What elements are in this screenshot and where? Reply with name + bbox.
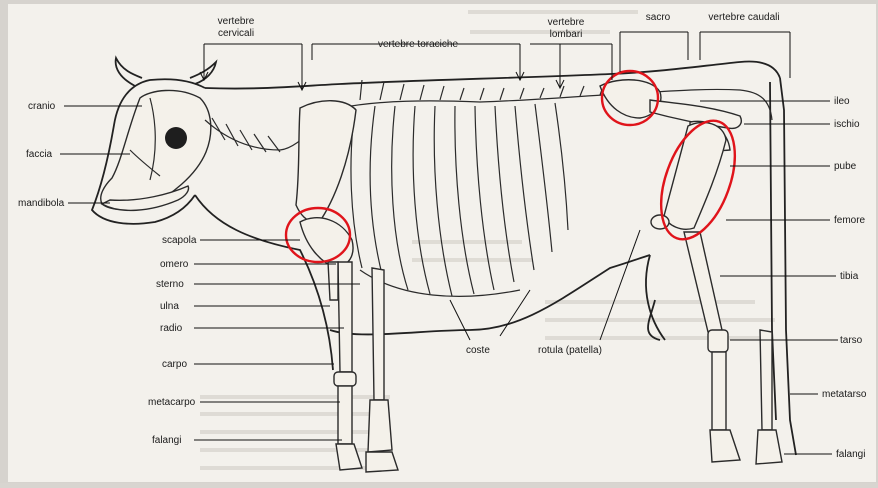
label-scapola: scapola <box>162 235 197 246</box>
label-vertebre-toraciche: vertebre toraciche <box>378 39 458 50</box>
label-ileo: ileo <box>834 96 850 107</box>
label-vertebre-cervicali-2: cervicali <box>218 28 254 39</box>
ulna-bone <box>328 262 338 300</box>
label-cranio: cranio <box>28 101 56 112</box>
label-femore: femore <box>834 215 866 226</box>
metatarso-bone <box>712 352 726 430</box>
label-rotula: rotula (patella) <box>538 345 602 356</box>
label-vertebre-lombari-2: lombari <box>550 29 583 40</box>
label-ischio: ischio <box>834 119 860 130</box>
radio-bone <box>338 262 352 372</box>
label-sterno: sterno <box>156 279 184 290</box>
label-faccia: faccia <box>26 149 53 160</box>
label-coste: coste <box>466 345 490 356</box>
label-metatarso: metatarso <box>822 389 867 400</box>
carpo-bone <box>334 372 356 386</box>
label-falangi-front: falangi <box>152 435 181 446</box>
label-falangi-hind: falangi <box>836 449 865 460</box>
label-mandibola: mandibola <box>18 198 65 209</box>
label-metacarpo: metacarpo <box>148 397 196 408</box>
label-vertebre-cervicali-1: vertebre <box>218 16 255 27</box>
label-omero: omero <box>160 259 189 270</box>
label-tibia: tibia <box>840 271 859 282</box>
tarso-bone <box>708 330 728 352</box>
label-sacro: sacro <box>646 12 671 23</box>
label-pube: pube <box>834 161 857 172</box>
eye-socket <box>165 127 187 149</box>
label-vertebre-caudali: vertebre caudali <box>708 12 779 23</box>
label-tarso: tarso <box>840 335 863 346</box>
metacarpo-bone <box>338 386 352 444</box>
label-vertebre-lombari-1: vertebre <box>548 17 585 28</box>
label-carpo: carpo <box>162 359 187 370</box>
label-ulna: ulna <box>160 301 179 312</box>
label-radio: radio <box>160 323 183 334</box>
